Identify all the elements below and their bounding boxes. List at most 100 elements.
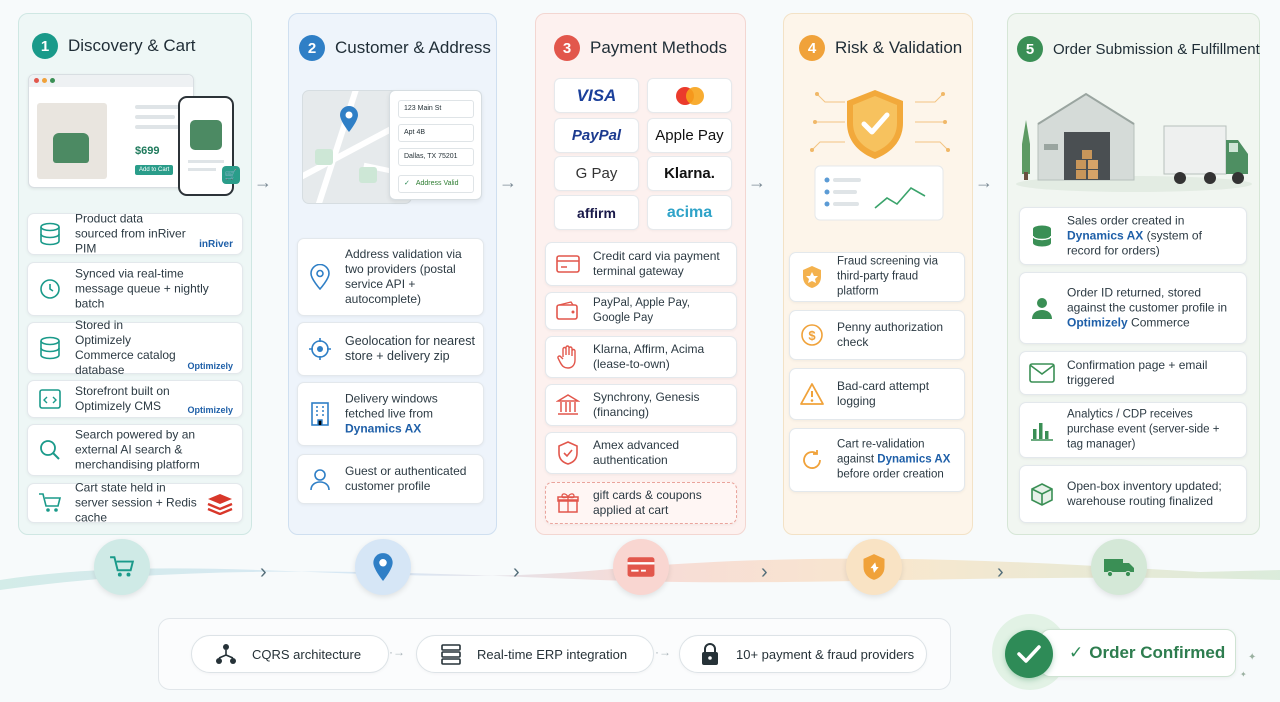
chevron-right-icon: ›	[260, 561, 267, 583]
svg-text:$: $	[808, 328, 816, 343]
optimizely-logo: Optimizely	[187, 361, 233, 371]
info-card: Geolocation for nearest store + delivery…	[297, 322, 484, 376]
server-icon	[439, 642, 463, 666]
visa-logo: VISA	[554, 78, 639, 113]
card-text-part: Commerce	[1127, 315, 1190, 330]
flow-arrow-icon: →	[499, 172, 517, 192]
flow-arrow-icon: →	[254, 172, 272, 192]
affirm-logo: affirm	[554, 195, 639, 230]
address-line-field[interactable]: 123 Main St	[398, 100, 474, 118]
step-title: Payment Methods	[590, 38, 728, 57]
info-card: Amex advanced authentication	[545, 432, 737, 474]
map-pin-icon	[307, 264, 333, 290]
chevron-right-icon: ›	[997, 561, 1004, 583]
card-text: Sales order created in Dynamics AX (syst…	[1067, 214, 1238, 259]
check-icon: ✓	[1069, 643, 1084, 662]
pill-label: Real-time ERP integration	[477, 646, 628, 662]
chevron-right-icon: ›	[761, 561, 768, 583]
dotted-arrow-icon: ·→	[389, 645, 405, 659]
card-text: Product data sourced from inRiver PIM	[75, 211, 186, 256]
chevron-right-icon: ›	[513, 561, 520, 583]
storefront-illustration: $699 Add to Cart 🛒	[28, 72, 240, 202]
pill-label: CQRS architecture	[252, 646, 362, 662]
step-number: 1	[32, 33, 58, 59]
dynamics-ax-link: Dynamics AX	[1067, 228, 1144, 243]
card-text: Penny authorization check	[837, 320, 944, 349]
wallet-icon	[555, 298, 581, 324]
armchair-icon	[190, 120, 222, 150]
building-icon	[307, 401, 333, 427]
card-text: Order ID returned, stored against the cu…	[1067, 286, 1238, 331]
sparkle-icon: ✦	[1240, 670, 1247, 679]
bank-icon	[555, 392, 581, 418]
cart-icon	[37, 490, 63, 516]
shield-node	[846, 539, 902, 595]
search-icon	[37, 437, 63, 463]
address-valid-label: Address Valid	[415, 180, 459, 187]
truck-node	[1091, 539, 1147, 595]
check-circle-icon	[1005, 630, 1053, 678]
info-card: Confirmation page + email triggered	[1019, 351, 1247, 395]
card-text: Amex advanced authentication	[593, 438, 680, 467]
card-text: Synchrony, Genesis (financing)	[593, 390, 700, 419]
info-card: Bad-card attempt logging	[789, 368, 965, 420]
card-text: Delivery windows fetched live from Dynam…	[345, 392, 475, 437]
step-2-header: 2 Customer & Address	[299, 35, 491, 61]
step-title: Order Submission & Fulfillment	[1053, 40, 1260, 58]
hierarchy-icon	[214, 642, 238, 666]
info-card: Storefront built on Optimizely CMS Optim…	[27, 380, 243, 418]
address-line-field[interactable]: Dallas, TX 75201	[398, 148, 474, 166]
card-text: Bad-card attempt logging	[837, 379, 930, 408]
armchair-icon	[53, 133, 89, 163]
info-card: $ Penny authorization check	[789, 310, 965, 360]
step-5-header: 5 Order Submission & Fulfillment	[1017, 36, 1260, 62]
card-text: Synced via real-time message queue + nig…	[75, 266, 209, 311]
card-text-part: Order ID returned, stored against the cu…	[1067, 285, 1228, 315]
flow-arrow-icon: →	[975, 172, 993, 192]
refresh-icon	[799, 447, 825, 473]
dynamics-ax-link: Dynamics AX	[345, 421, 422, 436]
google-pay-logo: G Pay	[554, 156, 639, 191]
address-line-field[interactable]: Apt 4B	[398, 124, 474, 142]
card-text: Cart re-validation against Dynamics AX b…	[837, 438, 956, 483]
add-to-cart-button[interactable]: Add to Cart	[135, 165, 174, 175]
step-1-header: 1 Discovery & Cart	[32, 33, 196, 59]
providers-pill: 10+ payment & fraud providers	[679, 635, 927, 673]
erp-pill: Real-time ERP integration	[416, 635, 654, 673]
card-text: Search powered by an external AI search …	[75, 427, 200, 472]
info-card: Guest or authenticated customer profile	[297, 454, 484, 504]
klarna-logo: Klarna.	[647, 156, 732, 191]
optimizely-link: Optimizely	[1067, 315, 1128, 330]
card-terminal-icon	[555, 251, 581, 277]
info-card: Synchrony, Genesis (financing)	[545, 384, 737, 426]
info-card: Address validation via two providers (po…	[297, 238, 484, 316]
map-pin-icon	[339, 105, 359, 138]
redis-logo-icon	[206, 493, 234, 519]
box-icon	[1029, 481, 1055, 507]
flow-arrow-icon: →	[748, 172, 766, 192]
sparkle-icon: ✦	[1248, 652, 1257, 663]
info-card: Product data sourced from inRiver PIM in…	[27, 211, 243, 256]
hand-icon	[555, 344, 581, 370]
card-text: Address validation via two providers (po…	[345, 247, 462, 306]
apple-pay-logo: Apple Pay	[647, 118, 732, 153]
step-3-header: 3 Payment Methods	[554, 35, 727, 61]
info-card: Analytics / CDP receives purchase event …	[1019, 402, 1247, 458]
address-form: 123 Main St Apt 4B Dallas, TX 75201 ✓ Ad…	[389, 90, 482, 200]
info-card: Synced via real-time message queue + nig…	[27, 262, 243, 316]
info-card: Klarna, Affirm, Acima (lease-to-own)	[545, 336, 737, 378]
card-text-part: Cart re-validation against	[837, 438, 925, 466]
info-card: Delivery windows fetched live from Dynam…	[297, 382, 484, 446]
info-card: Search powered by an external AI search …	[27, 424, 243, 476]
gift-icon	[555, 490, 581, 516]
product-image	[37, 103, 107, 179]
warning-icon	[799, 381, 825, 407]
pill-label: 10+ payment & fraud providers	[736, 646, 915, 662]
database-icon	[37, 335, 63, 361]
card-text: PayPal, Apple Pay, Google Pay	[593, 297, 690, 324]
card-text: Storefront built on Optimizely CMS	[75, 384, 170, 413]
dotted-arrow-icon: ·→	[655, 645, 671, 659]
database-icon	[37, 221, 63, 247]
mail-icon	[1029, 360, 1055, 386]
info-card: Fraud screening via third-party fraud pl…	[789, 252, 965, 302]
